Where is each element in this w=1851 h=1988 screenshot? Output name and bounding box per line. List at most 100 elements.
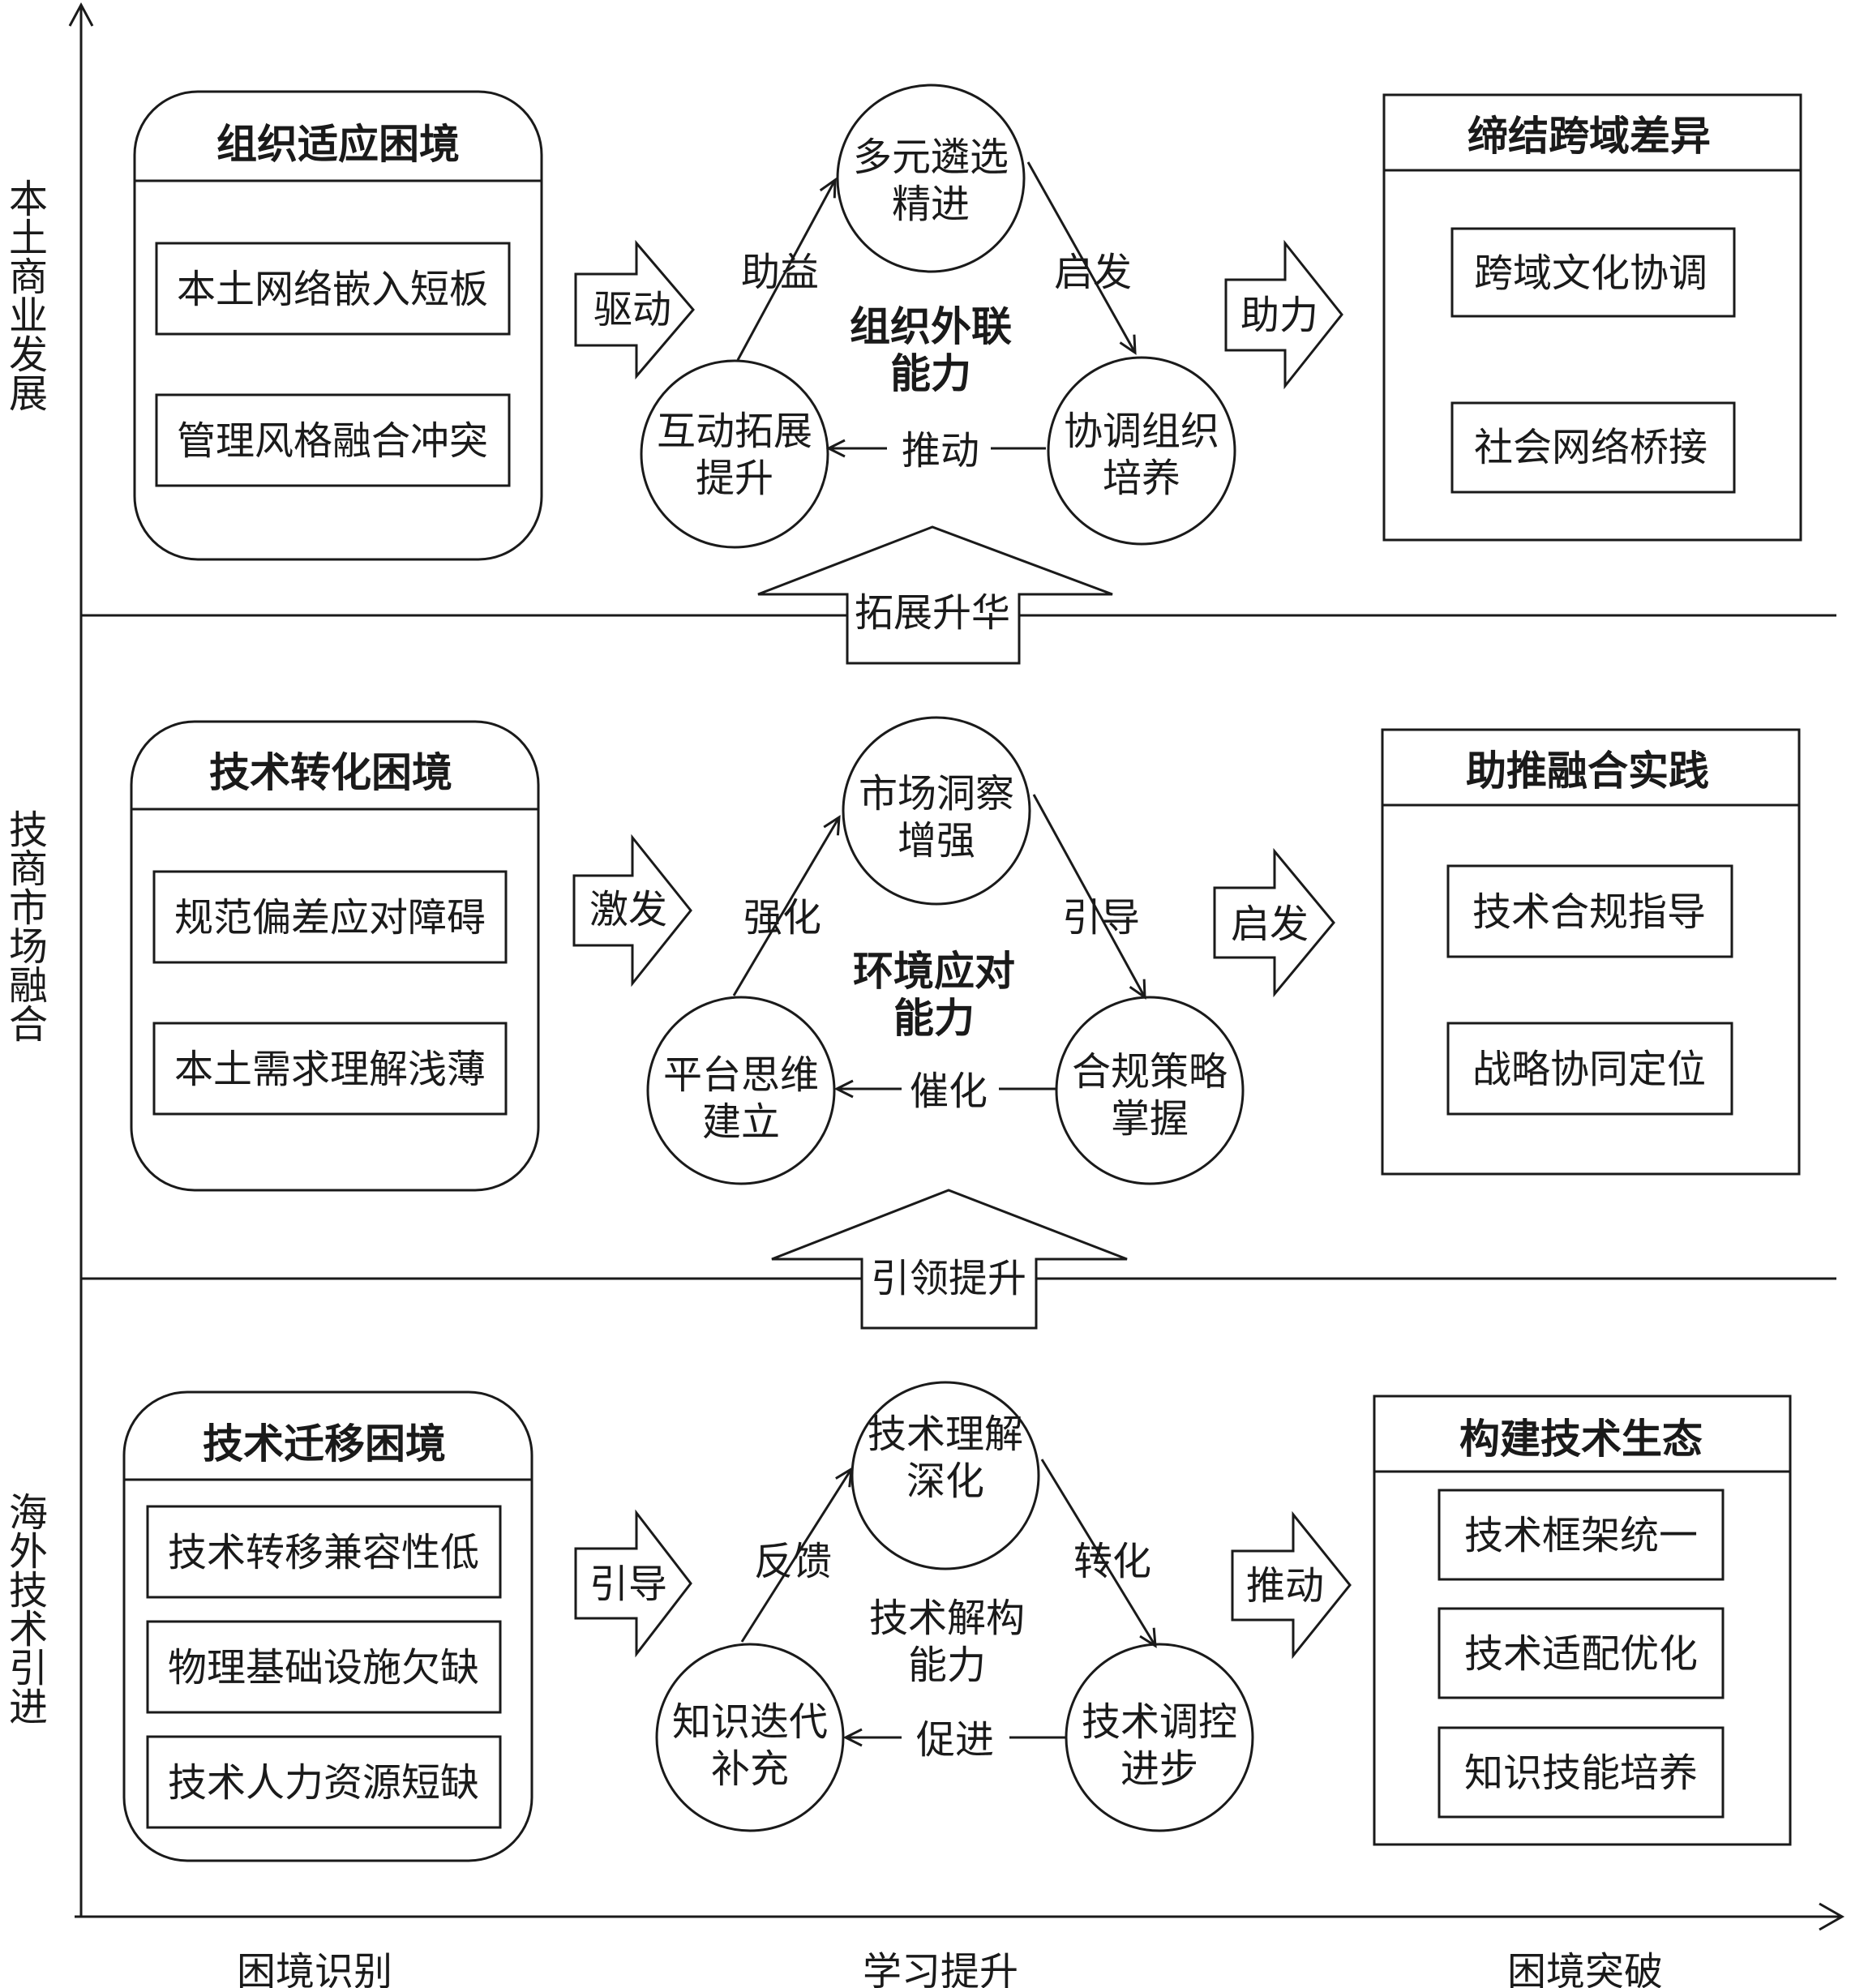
arrow-in: 引导 [574,1509,692,1658]
arrow-out-label: 助力 [1240,293,1318,338]
breakthrough-item-box [1446,1022,1733,1116]
cycle-node-top-line1: 市场洞察 [859,771,1014,816]
dilemma-item-box [152,870,508,964]
dilemma-item: 管理风格融合冲突 [177,418,488,464]
cycle-node-right-line2: 进步 [1120,1746,1198,1792]
breakthrough-title: 缔结跨域差异 [1468,112,1711,160]
y-label-char: 商 [9,255,48,300]
dilemma-item-box [146,1735,502,1829]
capability-label-line2: 能力 [890,349,971,397]
breakthrough-item: 技术合规指导 [1472,889,1706,935]
up-arrow-1: 拓展升华 [757,525,1113,665]
arrow-in-label: 激发 [589,887,667,932]
cycle-arrow-left-to-top [740,1467,853,1643]
breakthrough-panel: 缔结跨域差异 跨域文化协调 社会网络桥接 [1382,93,1802,542]
block-arrow-up [757,525,1113,665]
y-label-char: 展 [9,371,48,417]
dilemma-title: 技术迁移困境 [203,1420,446,1467]
y-axis-labels: 本 土 商 业 发 展 技 商 市 场 融 合 海 外 技 术 引 进 [9,177,48,1730]
y-label-char: 术 [9,1607,48,1652]
cycle-label-left-to-top: 强化 [743,895,821,940]
cycle-node-top-line1: 多元遴选 [853,135,1009,180]
arrow-in: 激发 [572,833,692,988]
dilemma-item: 技术人力资源短缺 [168,1760,479,1806]
stage-2: 技术转化困境 规范偏差应对障碍 本土需求理解浅薄 激发 市场洞察 增强 平台思维… [130,716,1801,1192]
y-label-char: 技 [9,808,48,853]
x-label-breakthrough: 困境突破 [1507,1949,1663,1988]
y-label-char: 技 [9,1568,48,1613]
cycle-node-top [842,716,1031,906]
cycle-node-left-line1: 互动拓展 [657,409,812,454]
cycle-node-top-line1: 技术理解 [868,1412,1023,1457]
cycle-label-right-to-left: 催化 [910,1069,988,1114]
cycle-arrow-top-to-right [1040,1459,1157,1648]
cycle-node-right-line1: 合规策略 [1072,1049,1228,1095]
block-arrow-right [572,833,692,988]
y-axis-arrowhead [68,2,94,27]
y-label-char: 合 [9,1002,48,1048]
y-axis-label-row-1: 本 土 商 业 发 展 [9,177,48,417]
y-label-char: 市 [9,885,48,931]
breakthrough-item: 战略协同定位 [1472,1047,1706,1092]
cycle-label-left-to-top: 反馈 [754,1539,832,1584]
dilemma-item: 本土网络嵌入短板 [177,267,488,312]
capability-label-line2: 能力 [908,1643,986,1688]
y-label-char: 场 [9,924,48,970]
dilemma-item-box [146,1505,502,1599]
dilemma-item: 本土需求理解浅薄 [174,1047,486,1092]
dilemma-item-box [155,393,511,487]
cycle-label-left-to-top: 助益 [741,250,819,295]
x-axis-arrowhead [1819,1902,1845,1931]
breakthrough-item-box [1446,864,1733,958]
cycle-node-left-line2: 提升 [696,456,773,501]
block-arrow-right [1213,847,1335,998]
dilemma-title: 技术转化困境 [209,748,452,796]
arrow-out: 启发 [1213,847,1335,998]
block-arrow-up [771,1189,1128,1330]
up-arrow-label: 引领提升 [871,1256,1026,1301]
block-arrow-right [574,1509,692,1658]
cycle-arrow-top-to-right [1032,794,1146,1000]
arrow-out-label: 推动 [1246,1563,1324,1609]
block-arrow-right [1231,1510,1352,1660]
dilemma-item-box [152,1022,508,1116]
y-label-char: 海 [9,1490,48,1536]
cycle-node-left-line2: 补充 [711,1746,789,1792]
cycle-node-top [836,84,1026,273]
capability-cycle: 多元遴选 精进 互动拓展 提升 协调组织 培养 助益 启发 推动 组织外联 能力 [640,84,1236,549]
capability-label-line2: 能力 [893,994,975,1042]
dilemma-item: 技术转移兼容性低 [168,1530,479,1575]
breakthrough-item: 社会网络桥接 [1474,425,1707,470]
x-label-identify: 困境识别 [237,1949,392,1988]
stage-1: 组织适应困境 本土网络嵌入短板 管理风格融合冲突 驱动 多元遴选 精进 互动拓展… [133,84,1802,561]
breakthrough-item-box [1438,1726,1725,1819]
y-axis-label-row-2: 技 商 市 场 融 合 [9,808,48,1048]
cycle-node-right-line1: 技术调控 [1082,1699,1237,1745]
cycle-label-right-to-left: 促进 [916,1717,994,1763]
dilemma-panel: 技术转化困境 规范偏差应对障碍 本土需求理解浅薄 [130,720,540,1192]
breakthrough-panel: 助推融合实践 技术合规指导 战略协同定位 [1381,728,1801,1176]
cycle-node-right [1047,356,1236,546]
arrow-out: 推动 [1231,1510,1352,1660]
cycle-label-top-to-right: 引导 [1062,895,1140,940]
dilemma-item-box [155,242,511,336]
up-arrow-2: 引领提升 [771,1189,1128,1330]
cycle-label-top-to-right: 转化 [1073,1539,1151,1584]
arrow-in: 驱动 [574,239,695,380]
y-label-char: 外 [9,1529,48,1575]
breakthrough-item: 跨域文化协调 [1474,251,1707,296]
dilemma-panel: 技术迁移困境 技术转移兼容性低 物理基础设施欠缺 技术人力资源短缺 [122,1390,533,1862]
cycle-node-top-line2: 精进 [892,182,970,227]
stage-3: 技术迁移困境 技术转移兼容性低 物理基础设施欠缺 技术人力资源短缺 引导 技术理… [122,1381,1792,1862]
y-label-char: 融 [9,963,48,1009]
capability-cycle: 技术理解 深化 知识迭代 补充 技术调控 进步 反馈 转化 促进 技术解构 能力 [655,1381,1254,1832]
cycle-node-right-line2: 掌握 [1111,1096,1189,1142]
arrow-in-label: 引导 [589,1562,667,1607]
up-arrow-label: 拓展升华 [855,590,1010,636]
block-arrow-right [1224,239,1343,390]
breakthrough-title: 助推融合实践 [1466,747,1709,795]
cycle-node-top-line2: 深化 [906,1459,984,1504]
y-label-char: 土 [9,216,48,261]
breakthrough-item-box [1450,401,1736,494]
